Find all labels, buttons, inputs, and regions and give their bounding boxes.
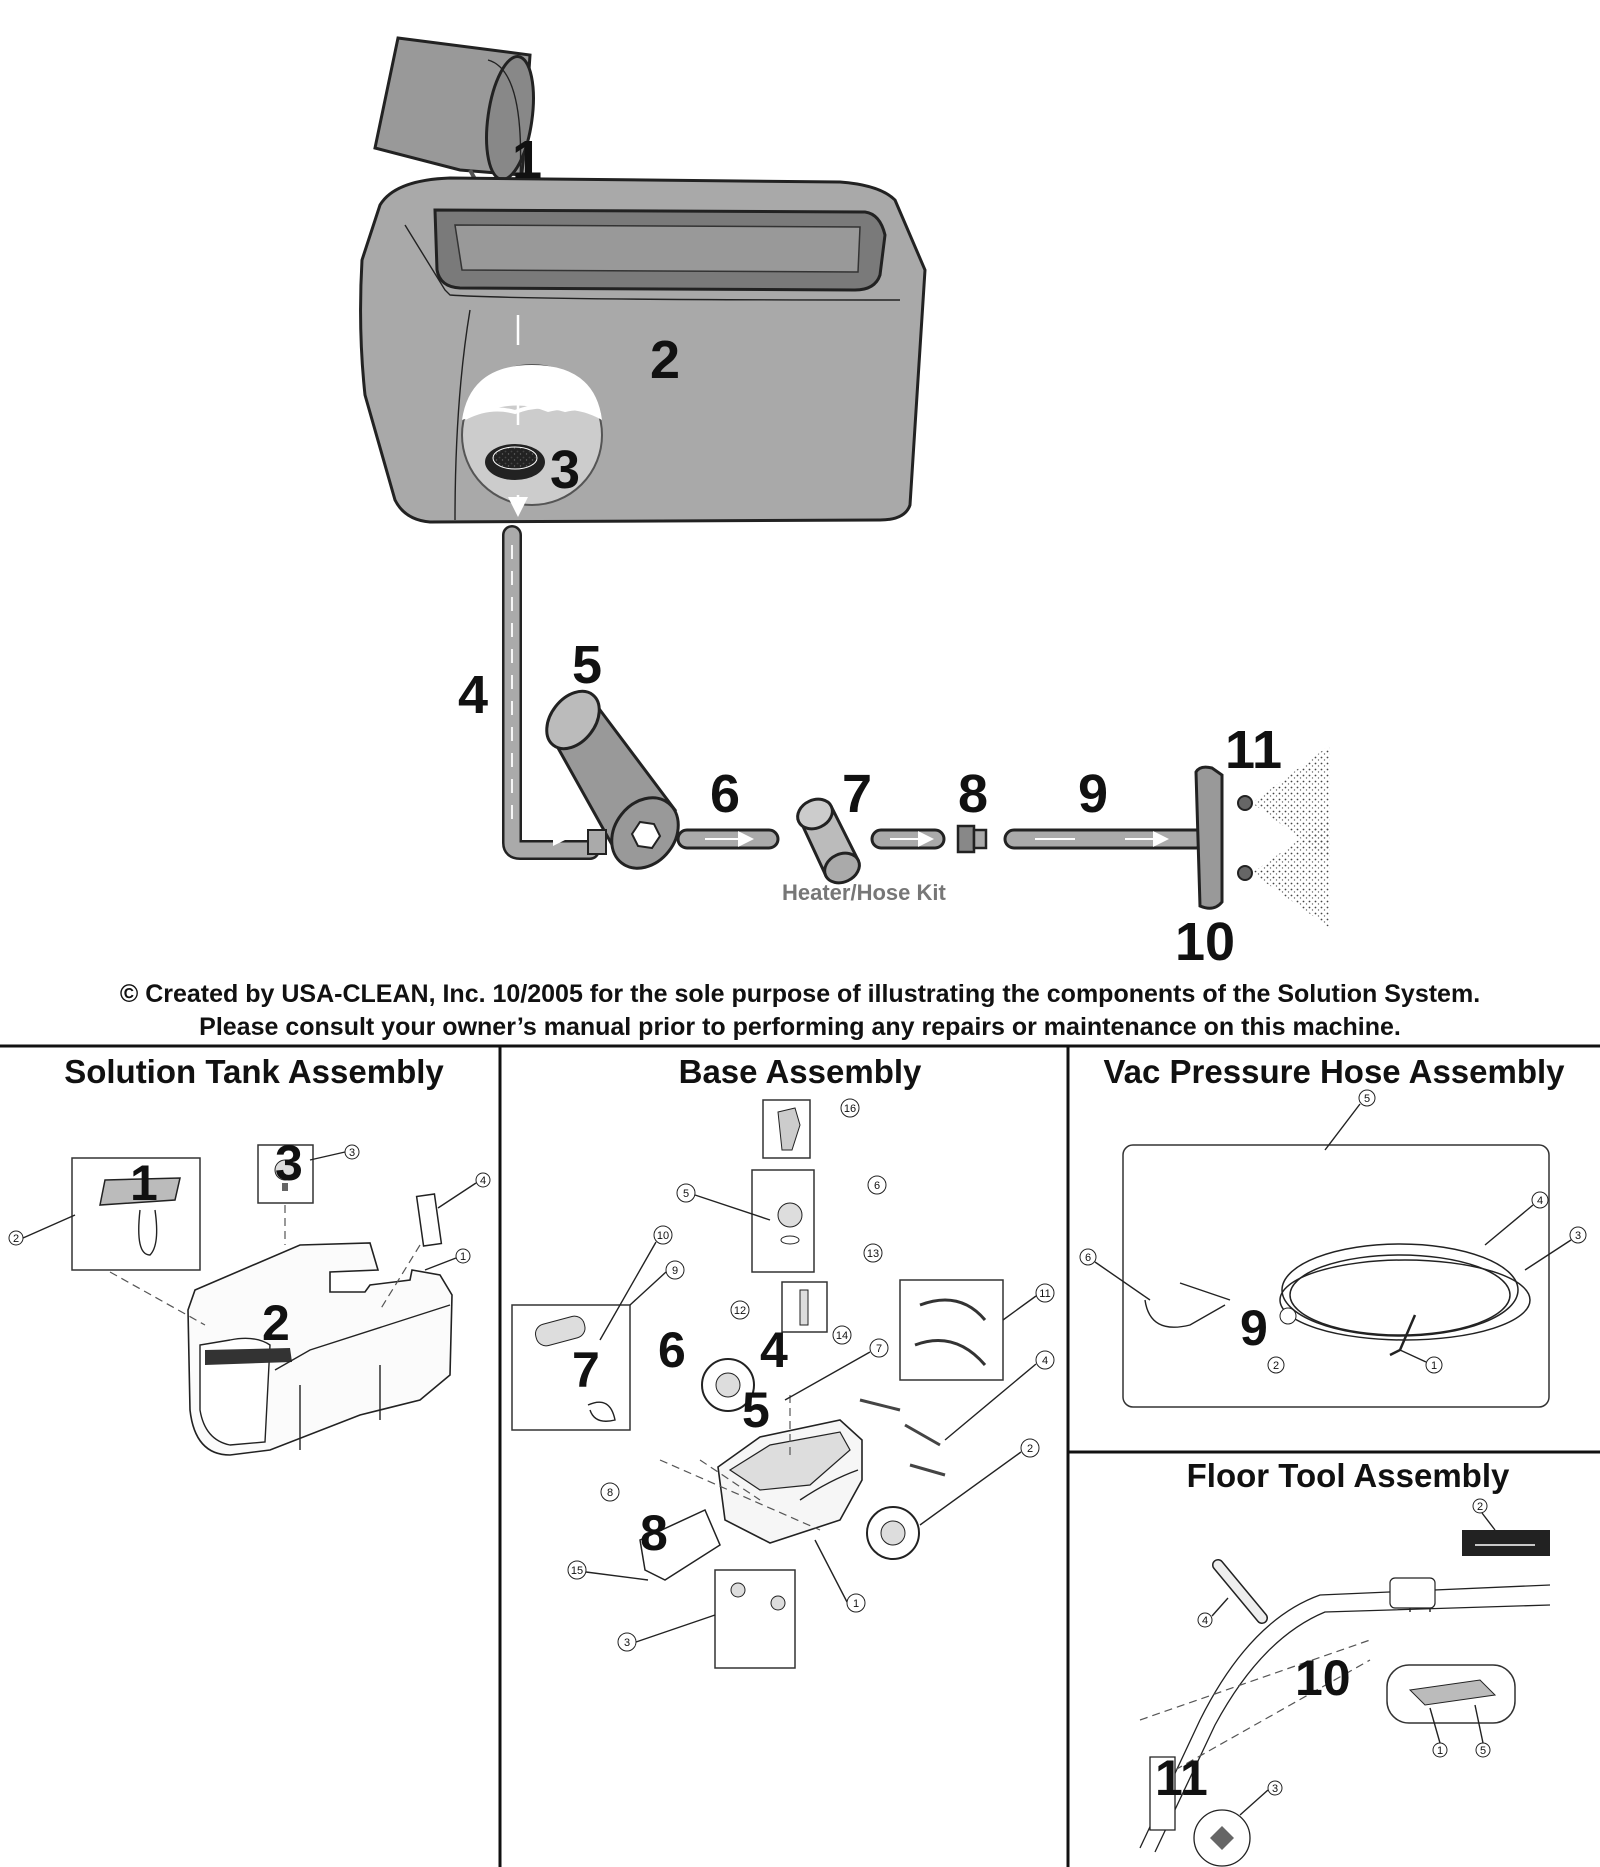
tank-label-1: 1	[130, 1155, 158, 1211]
callout-6: 6	[874, 1180, 880, 1192]
maintenance-notice: Please consult your owner’s manual prior…	[199, 1013, 1401, 1041]
callout-5: 5	[683, 1188, 689, 1200]
lid-inset	[71, 1157, 201, 1271]
callout-1: 1	[1437, 1745, 1443, 1757]
base-label-8: 8	[640, 1505, 668, 1561]
callout-4: 4	[1537, 1195, 1543, 1207]
callout-12: 12	[734, 1305, 746, 1317]
callout-2: 2	[13, 1233, 19, 1245]
floor-tool-label-11: 11	[1155, 1750, 1208, 1806]
solution-tank-assembly-panel: Solution Tank Assembly 2 3 4 1 1 2 3	[8, 1053, 491, 1456]
base-assembly-panel: Base Assembly 16 5 6	[511, 1053, 1055, 1669]
chemical-bucket	[373, 36, 535, 193]
copyright-notice: © Created by USA-CLEAN, Inc. 10/2005 for…	[120, 980, 1480, 1008]
solution-flow-diagram: 1 2 3 4 5 6 7 8 9 10 11 Heater/Hose Kit	[359, 36, 1330, 972]
heater-7	[796, 797, 861, 885]
callout-5: 5	[1480, 1745, 1486, 1757]
callout-9: 9	[672, 1265, 678, 1277]
callout-3: 3	[1272, 1783, 1278, 1795]
fitting-8	[956, 824, 988, 854]
callout-4: 4	[480, 1175, 486, 1187]
solution-tank-callouts: 2 3 4 1	[8, 1144, 491, 1271]
flow-label-11: 11	[1225, 720, 1282, 780]
floor-tool-assembly-panel: Floor Tool Assembly 2 4 1 5 3 10 11	[1139, 1457, 1551, 1867]
vac-hose-inset	[1122, 1144, 1550, 1408]
tank-label-3: 3	[275, 1135, 303, 1191]
flow-label-6: 6	[710, 764, 740, 824]
callout-10: 10	[657, 1230, 669, 1242]
callout-2: 2	[1273, 1360, 1279, 1372]
vac-hose-label-9: 9	[1240, 1300, 1268, 1356]
callout-6: 6	[1085, 1252, 1091, 1264]
hose-6	[676, 828, 780, 850]
heater-hose-kit-caption: Heater/Hose Kit	[782, 880, 947, 905]
spray-bar-10	[1194, 765, 1253, 910]
hose-9	[1003, 830, 1207, 848]
flow-label-5: 5	[572, 635, 602, 695]
callout-1: 1	[460, 1251, 466, 1263]
panel-title-base: Base Assembly	[679, 1053, 922, 1090]
flow-label-9: 9	[1078, 764, 1108, 824]
callout-13: 13	[867, 1248, 879, 1260]
callout-2: 2	[1477, 1501, 1483, 1513]
callout-1: 1	[853, 1598, 859, 1610]
vac-hose-assembly-panel: Vac Pressure Hose Assembly 5 4 3 6 2 1 9	[1079, 1053, 1587, 1408]
base-label-6: 6	[658, 1322, 686, 1378]
callout-5: 5	[1364, 1093, 1370, 1105]
floor-tool-label-plate	[1462, 1530, 1550, 1556]
callout-2: 2	[1027, 1443, 1033, 1455]
base-label-4: 4	[760, 1322, 788, 1378]
solution-line-4	[502, 525, 600, 860]
callout-1: 1	[1431, 1360, 1437, 1372]
callout-4: 4	[1042, 1355, 1048, 1367]
flow-label-2: 2	[650, 330, 680, 390]
floor-tool-label-10: 10	[1295, 1650, 1351, 1706]
callout-14: 14	[836, 1330, 848, 1342]
callout-11: 11	[1039, 1288, 1050, 1300]
flow-label-3: 3	[550, 440, 580, 500]
callout-4: 4	[1202, 1615, 1208, 1627]
callout-8: 8	[607, 1487, 613, 1499]
callout-3: 3	[624, 1637, 630, 1649]
panel-title-vac-hose: Vac Pressure Hose Assembly	[1103, 1053, 1565, 1090]
hose-7-8	[870, 828, 946, 850]
base-callouts: 16 5 6 13 10 9 12 11 14 7 4 2 8 15 1 3	[567, 1098, 1055, 1652]
base-label-7: 7	[572, 1342, 600, 1398]
panel-grid	[0, 1044, 1600, 1867]
flow-label-4: 4	[458, 665, 488, 725]
callout-3: 3	[1575, 1230, 1581, 1242]
flow-label-1: 1	[512, 130, 542, 190]
flow-label-10: 10	[1175, 912, 1235, 972]
callout-16: 16	[844, 1103, 856, 1115]
callout-7: 7	[876, 1343, 882, 1355]
pump-5	[545, 689, 680, 870]
callout-15: 15	[571, 1565, 583, 1577]
tank-label-2: 2	[262, 1295, 290, 1351]
flow-label-7: 7	[842, 764, 872, 824]
solution-tank	[359, 176, 927, 522]
panel-title-floor-tool: Floor Tool Assembly	[1187, 1457, 1510, 1494]
flow-label-8: 8	[958, 764, 988, 824]
base-label-5: 5	[742, 1382, 770, 1438]
callout-3: 3	[349, 1147, 355, 1159]
spray-jets-11	[1252, 745, 1330, 928]
panel-title-solution-tank: Solution Tank Assembly	[64, 1053, 444, 1090]
